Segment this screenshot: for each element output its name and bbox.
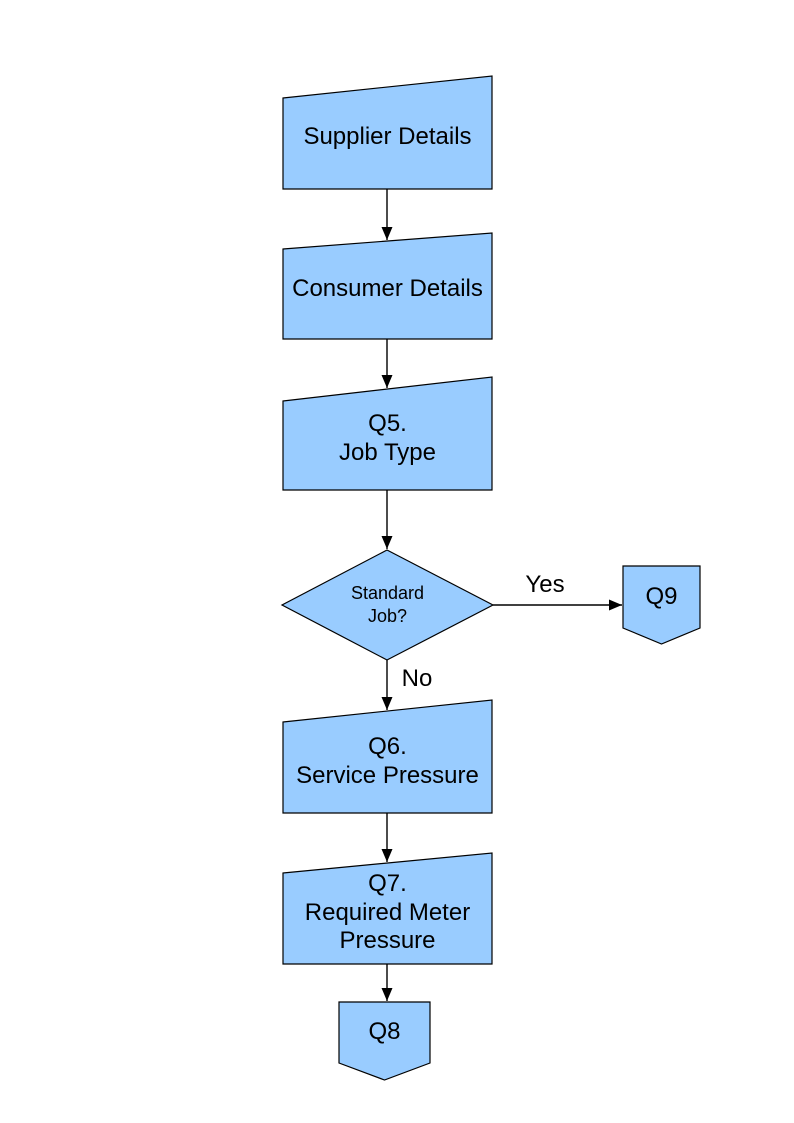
node-standard-job-decision-label: Standard Job? — [350, 582, 425, 626]
node-supplier-details-shape — [282, 75, 493, 190]
node-q5-job-type-shape — [282, 376, 493, 491]
node-q7-required-meter-pressure-shape — [282, 852, 493, 965]
node-q6-service-pressure-label: Q6. Service Pressure — [296, 732, 479, 789]
edge-label-no: No — [401, 665, 433, 692]
node-supplier-details-label: Supplier Details — [303, 123, 472, 151]
node-q9-connector-shape — [622, 565, 701, 645]
node-q7-required-meter-pressure-label: Q7. Required Meter Pressure — [304, 869, 471, 955]
node-q8-connector-label: Q8 — [368, 1018, 401, 1046]
node-q5-job-type-label: Q5. Job Type — [339, 410, 436, 466]
node-q6-service-pressure-shape — [282, 699, 493, 814]
node-q9-connector-label: Q9 — [645, 582, 678, 610]
node-q8-connector-shape — [338, 1001, 431, 1081]
edge-label-yes: Yes — [525, 571, 565, 598]
node-consumer-details-label: Consumer Details — [292, 275, 483, 303]
node-consumer-details-shape — [282, 232, 493, 340]
